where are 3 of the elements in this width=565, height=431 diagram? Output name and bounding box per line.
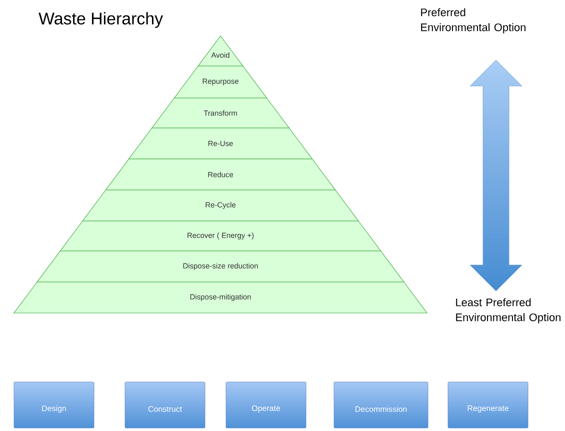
option-label: Least Preferred Environmental Option bbox=[456, 298, 560, 324]
option-label: Preferred Environmental Option bbox=[421, 8, 526, 34]
title: Waste Hierarchy bbox=[38, 12, 163, 28]
